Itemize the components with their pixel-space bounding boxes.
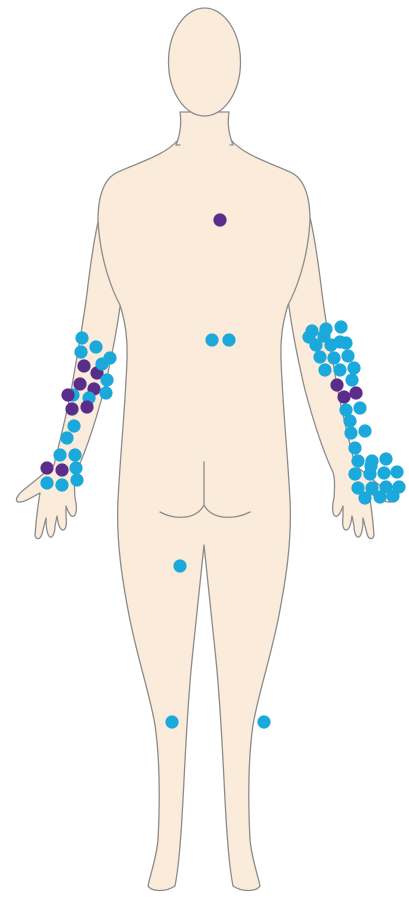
right-forearm-cyan-marker xyxy=(318,363,331,376)
left-hand-cyan-marker xyxy=(69,461,82,474)
right-forearm-cyan-marker xyxy=(353,401,366,414)
right-forearm-cyan-marker xyxy=(313,350,326,363)
right-forearm-cyan-marker xyxy=(347,361,360,374)
right-forearm-cyan-marker xyxy=(358,424,371,437)
right-hand-cyan-marker xyxy=(358,491,371,504)
right-hand-cyan-marker xyxy=(364,459,377,472)
right-forearm-purple-marker xyxy=(337,390,350,403)
right-forearm-cyan-marker xyxy=(302,330,315,343)
right-hand-cyan-marker xyxy=(386,489,399,502)
right-hand-cyan-marker xyxy=(390,465,403,478)
right-forearm-cyan-marker xyxy=(333,363,346,376)
lower-back-cyan-marker xyxy=(205,333,218,346)
right-forearm-cyan-marker xyxy=(341,349,354,362)
right-hand-cyan-marker xyxy=(379,452,392,465)
right-hand-cyan-marker xyxy=(351,454,364,467)
left-forearm-cyan-marker xyxy=(99,386,112,399)
left-hand-cyan-marker xyxy=(40,476,53,489)
left-forearm-cyan-marker xyxy=(60,431,73,444)
shoulder-fill xyxy=(178,142,232,150)
left-forearm-purple-marker xyxy=(73,377,86,390)
left-forearm-cyan-marker xyxy=(75,331,88,344)
left-forearm-purple-marker xyxy=(77,359,90,372)
right-hand-cyan-marker xyxy=(377,466,390,479)
right-forearm-cyan-marker xyxy=(333,335,346,348)
midback-purple-marker xyxy=(213,213,226,226)
right-forearm-purple-marker xyxy=(330,378,343,391)
right-forearm-cyan-marker xyxy=(327,351,340,364)
left-forearm-cyan-marker xyxy=(89,340,102,353)
left-hand-purple-marker xyxy=(40,461,53,474)
torso-and-legs xyxy=(98,140,310,891)
left-hand-cyan-marker xyxy=(68,448,81,461)
right-hand-cyan-marker xyxy=(373,490,386,503)
left-hand-purple-marker xyxy=(55,463,68,476)
left-hand-cyan-marker xyxy=(55,478,68,491)
neck xyxy=(176,112,233,145)
right-forearm-cyan-marker xyxy=(344,426,357,439)
right-forearm-cyan-marker xyxy=(343,414,356,427)
left-hand-cyan-marker xyxy=(53,448,66,461)
left-forearm-purple-marker xyxy=(80,400,93,413)
left-forearm-cyan-marker xyxy=(74,345,87,358)
left-thigh-cyan-marker xyxy=(173,559,186,572)
right-forearm-purple-marker xyxy=(349,386,362,399)
left-hand-cyan-marker xyxy=(70,473,83,486)
left-forearm-purple-marker xyxy=(61,388,74,401)
left-forearm-cyan-marker xyxy=(95,357,108,370)
right-forearm-cyan-marker xyxy=(348,441,361,454)
right-hand-cyan-marker xyxy=(348,467,361,480)
right-forearm-cyan-marker xyxy=(317,329,330,342)
head xyxy=(169,8,241,116)
right-forearm-cyan-marker xyxy=(334,320,347,333)
lower-back-cyan-marker xyxy=(222,333,235,346)
left-forearm-cyan-marker xyxy=(67,419,80,432)
left-forearm-cyan-marker xyxy=(100,373,113,386)
left-forearm-purple-marker xyxy=(65,402,78,415)
left-calf-cyan-marker xyxy=(165,715,178,728)
right-calf-cyan-marker xyxy=(257,715,270,728)
right-forearm-cyan-marker xyxy=(345,373,358,386)
